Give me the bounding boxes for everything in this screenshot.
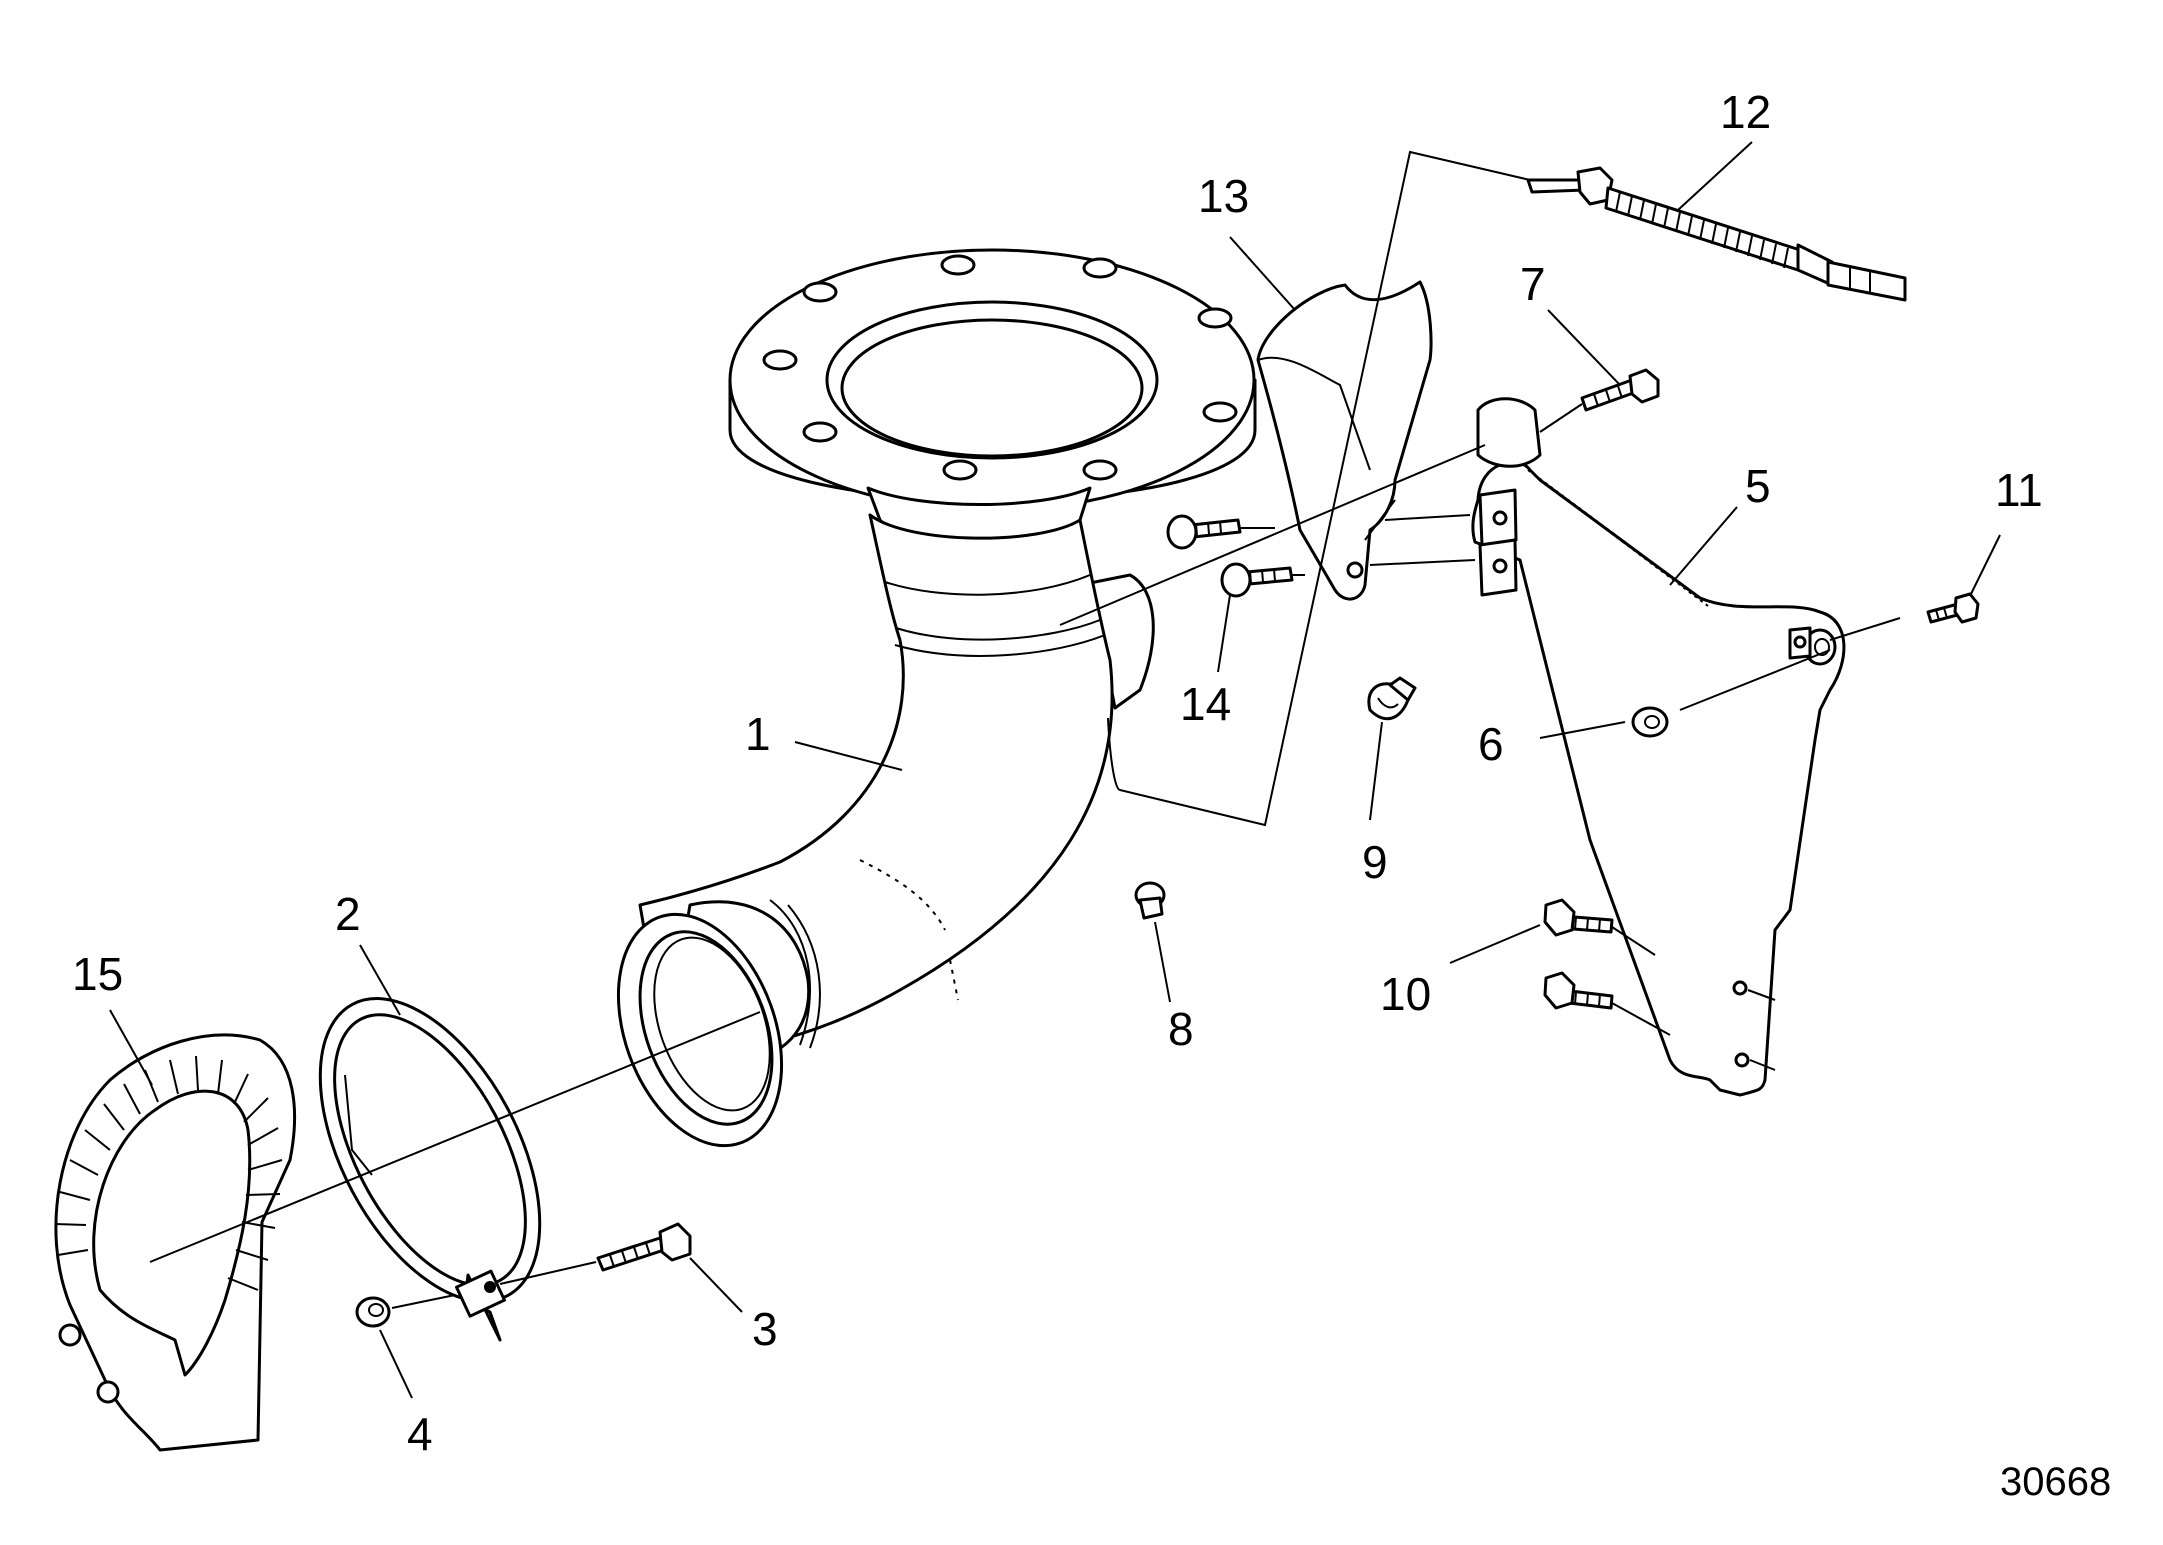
callout-4: 4	[407, 1408, 433, 1460]
bracket-plate-part	[1256, 280, 1433, 601]
bracket-bolts-part	[1166, 514, 1294, 598]
callout-14: 14	[1180, 678, 1231, 730]
lower-bolts-part	[1543, 898, 1614, 1010]
heat-shield-part	[54, 1033, 296, 1452]
callout-12: 12	[1720, 86, 1771, 138]
assembly-lines	[149, 150, 1901, 1309]
mounting-bracket-part	[1471, 397, 1846, 1097]
heat-shield-ribs	[54, 1055, 283, 1291]
callout-7: 7	[1520, 258, 1546, 310]
callout-15: 15	[72, 948, 123, 1000]
callout-1: 1	[745, 708, 771, 760]
callout-8: 8	[1168, 1003, 1194, 1055]
temperature-sensor-part	[1526, 166, 1907, 302]
callout-13: 13	[1198, 170, 1249, 222]
callout-10: 10	[1380, 968, 1431, 1020]
callout-5: 5	[1745, 460, 1771, 512]
band-clamp-part	[318, 997, 542, 1342]
clip-part	[1367, 676, 1417, 721]
nut-part	[355, 1296, 391, 1328]
callout-6: 6	[1478, 718, 1504, 770]
sensor-coil	[1615, 191, 1789, 269]
clamp-bolt-part	[596, 1222, 692, 1272]
callout-leaders	[109, 141, 2001, 1399]
callout-2: 2	[335, 888, 361, 940]
exhaust-elbow-part	[616, 248, 1257, 1148]
callout-3: 3	[752, 1303, 778, 1355]
flange-bolt-holes	[762, 254, 1238, 481]
upper-bolt-part	[1580, 368, 1660, 412]
callout-11: 11	[1995, 464, 2043, 516]
callout-labels: 1 2 3 4 5 6 7 8 9 10 11 12 13 14 15	[72, 86, 2043, 1460]
callout-9: 9	[1362, 836, 1388, 888]
washer-part	[1631, 706, 1669, 738]
plug-part	[1134, 881, 1166, 920]
figure-reference-number: 30668	[2000, 1460, 2111, 1504]
small-bolt-part	[1926, 592, 1980, 624]
